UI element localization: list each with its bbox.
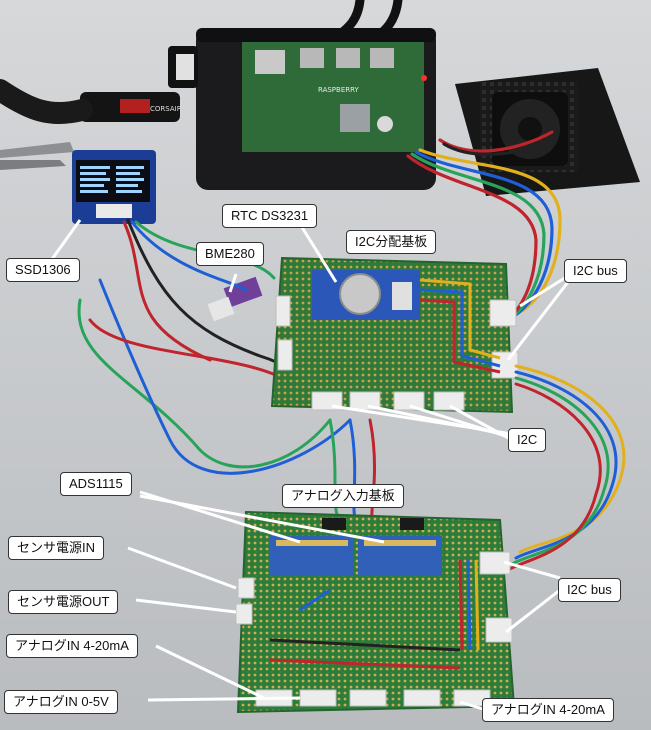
- board-link-wires: [506, 364, 626, 572]
- i2c-bus-bottom-label: I2C bus: [558, 578, 621, 602]
- ssd1306-label: SSD1306: [6, 258, 80, 282]
- analog-in-420-left-label: アナログIN 4-20mA: [6, 634, 138, 658]
- i2c-label: I2C: [508, 428, 547, 452]
- rpi-silkscreen: RASPBERRY: [318, 86, 360, 94]
- cooling-fan: [455, 68, 640, 196]
- usb-drive-text: CORSAIR: [150, 105, 182, 113]
- raspberry-pi-case: RASPBERRY: [196, 28, 436, 190]
- analog-in-05v-label: アナログIN 0-5V: [4, 690, 118, 714]
- callout-lines: [48, 219, 570, 712]
- i2c-board-label: I2C分配基板: [346, 230, 437, 254]
- bme280-label: BME280: [196, 242, 264, 266]
- analog-board-label: アナログ入力基板: [282, 484, 404, 508]
- ssd1306-display: [72, 150, 156, 224]
- rtc-label: RTC DS3231: [222, 204, 318, 228]
- i2c-distribution-board: [270, 256, 519, 414]
- analog-input-board: [235, 510, 516, 714]
- usb-drive: CORSAIR: [80, 46, 198, 122]
- i2c-bus-top-label: I2C bus: [564, 259, 627, 283]
- analog-in-420-right-label: アナログIN 4-20mA: [482, 698, 614, 722]
- bme280-sensor: [207, 276, 263, 322]
- alligator-clip: [0, 79, 93, 170]
- sensor-power-in-label: センサ電源IN: [8, 536, 105, 560]
- ads1115-label: ADS1115: [60, 472, 132, 496]
- sensor-power-out-label: センサ電源OUT: [8, 590, 119, 614]
